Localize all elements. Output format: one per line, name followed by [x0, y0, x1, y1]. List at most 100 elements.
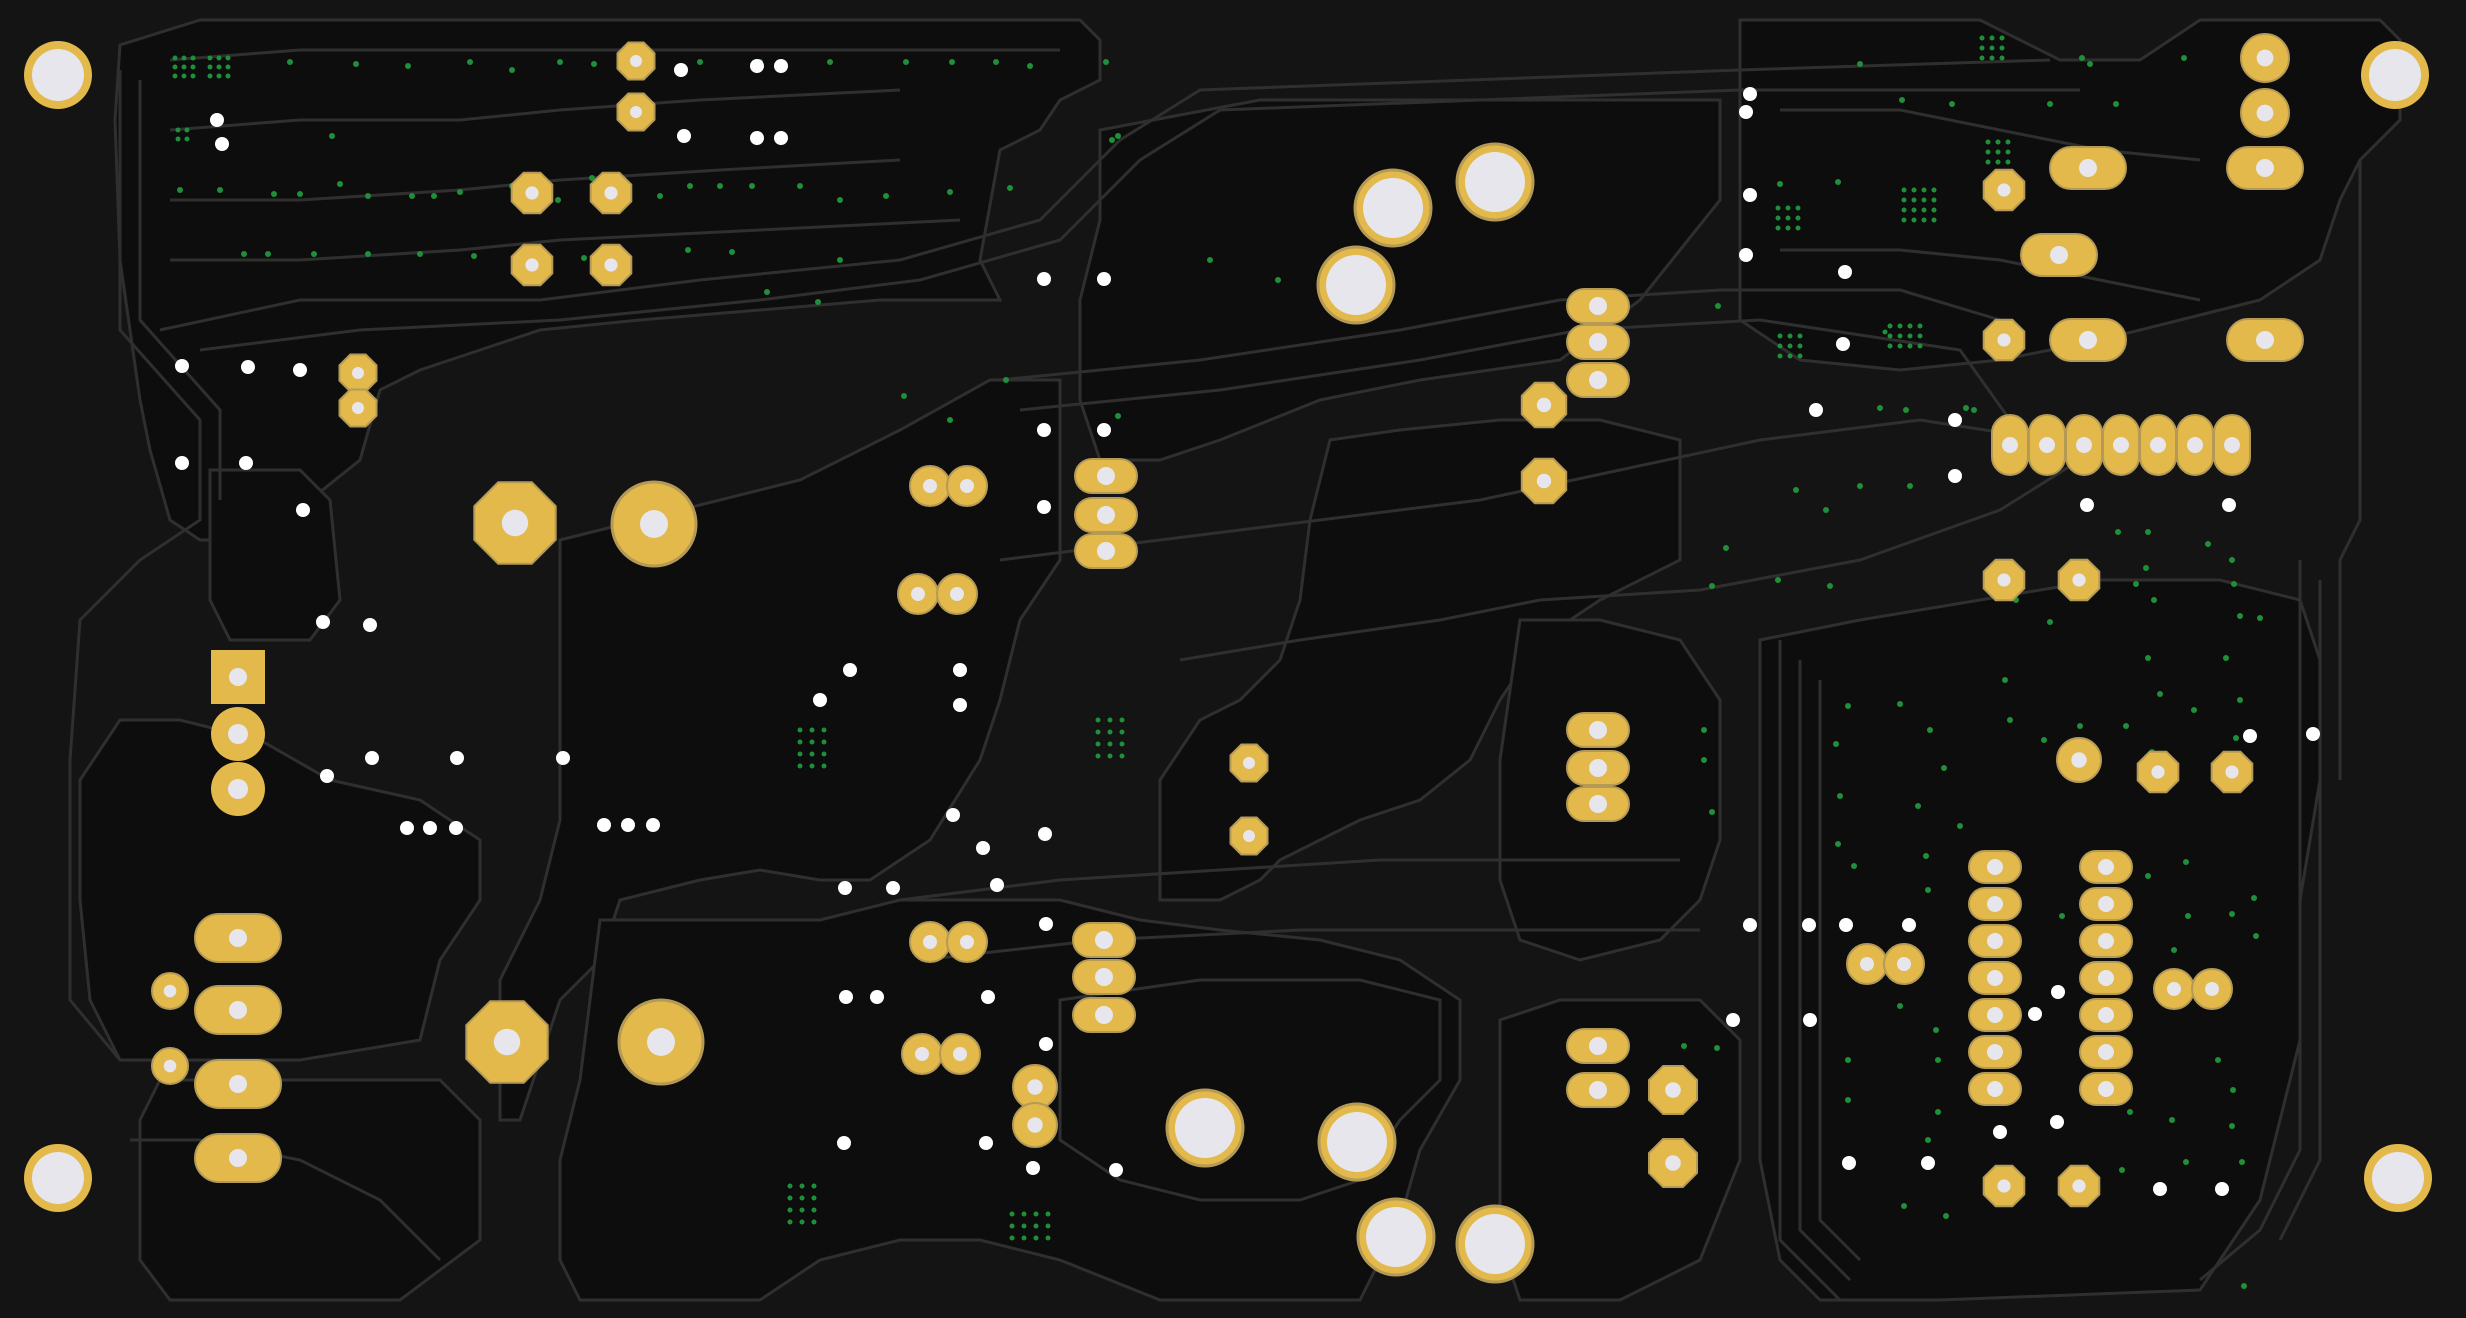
via [646, 818, 660, 832]
test-dot [190, 73, 196, 79]
test-dot [1681, 1043, 1687, 1049]
pad-drill [1095, 968, 1113, 986]
test-dot [1999, 55, 2005, 61]
test-dot [697, 59, 703, 65]
copper-region-right-upper [1738, 18, 2402, 372]
via [946, 808, 960, 822]
test-dot [685, 247, 691, 253]
test-dot [1851, 863, 1857, 869]
via [1037, 500, 1051, 514]
test-dot [1989, 45, 1995, 51]
test-dot [2205, 541, 2211, 547]
test-dot [1107, 741, 1113, 747]
test-dot [2233, 735, 2239, 741]
via [293, 363, 307, 377]
test-dot [2077, 723, 2083, 729]
test-dot [2251, 895, 2257, 901]
test-dot [811, 1183, 817, 1189]
test-dot [1715, 303, 1721, 309]
via [886, 881, 900, 895]
via [813, 693, 827, 707]
test-dot [2169, 1117, 2175, 1123]
test-dot [353, 61, 359, 67]
pad-drill [1465, 152, 1525, 212]
test-dot [1963, 405, 1969, 411]
test-dot [1033, 1235, 1039, 1241]
test-dot [1119, 753, 1125, 759]
test-dot [2127, 1109, 2133, 1115]
test-dot [417, 251, 423, 257]
test-dot [1999, 35, 2005, 41]
test-dot [1835, 179, 1841, 185]
pad-drill [2002, 437, 2018, 453]
test-dot [2113, 101, 2119, 107]
test-dot [1917, 343, 1923, 349]
via [365, 751, 379, 765]
test-dot [1933, 1027, 1939, 1033]
via [296, 503, 310, 517]
via-group [175, 59, 2320, 1196]
test-dot [1115, 413, 1121, 419]
pad-drill [1987, 1007, 2003, 1023]
pad-group [151, 33, 2304, 1284]
test-dot [2007, 717, 2013, 723]
test-dot [1911, 187, 1917, 193]
pad-drill [604, 186, 618, 200]
test-dot [1907, 343, 1913, 349]
test-dot [1709, 583, 1715, 589]
test-dot [1007, 185, 1013, 191]
test-dot [409, 193, 415, 199]
test-dot [809, 751, 815, 757]
test-dot [184, 127, 190, 133]
via [837, 1136, 851, 1150]
test-dot [687, 183, 693, 189]
via [976, 841, 990, 855]
via [1743, 87, 1757, 101]
test-dot [1949, 101, 1955, 107]
test-dot [1845, 703, 1851, 709]
pad-drill [2167, 982, 2181, 996]
pad-drill [2098, 933, 2114, 949]
test-dot [1911, 207, 1917, 213]
pad-drill [1097, 506, 1115, 524]
test-dot [1723, 545, 1729, 551]
pad-drill [163, 1059, 177, 1073]
test-dot [799, 1195, 805, 1201]
test-dot [2237, 697, 2243, 703]
trace-right-vertical-5 [2278, 580, 2322, 1241]
test-dot [993, 59, 999, 65]
pad-drill [1987, 1081, 2003, 1097]
test-dot [1709, 809, 1715, 815]
test-dot [1985, 139, 1991, 145]
test-dot [1901, 207, 1907, 213]
via [239, 456, 253, 470]
test-dot [365, 193, 371, 199]
test-dot [1887, 333, 1893, 339]
test-dot [1045, 1211, 1051, 1217]
test-dot [799, 1183, 805, 1189]
test-dot [1785, 205, 1791, 211]
via [2306, 727, 2320, 741]
via [1039, 1037, 1053, 1051]
pad-drill [2224, 437, 2240, 453]
test-dot [1901, 197, 1907, 203]
via [839, 990, 853, 1004]
pad-drill [1665, 1155, 1681, 1171]
test-dot [1989, 55, 1995, 61]
pad-drill [1897, 957, 1911, 971]
pad-drill [2039, 437, 2055, 453]
test-dot [729, 249, 735, 255]
test-dot [172, 55, 178, 61]
test-dot [811, 1195, 817, 1201]
test-dot [1095, 717, 1101, 723]
test-dot [2119, 1167, 2125, 1173]
test-dot [1003, 377, 1009, 383]
pad-drill [1243, 757, 1255, 769]
trace-right-vertical-2 [1798, 660, 1852, 1282]
via [981, 990, 995, 1004]
pad-drill [229, 1149, 247, 1167]
via [750, 59, 764, 73]
trace-right-vertical-4 [2199, 560, 2302, 1282]
test-dot [809, 739, 815, 745]
pad-drill [1589, 759, 1607, 777]
